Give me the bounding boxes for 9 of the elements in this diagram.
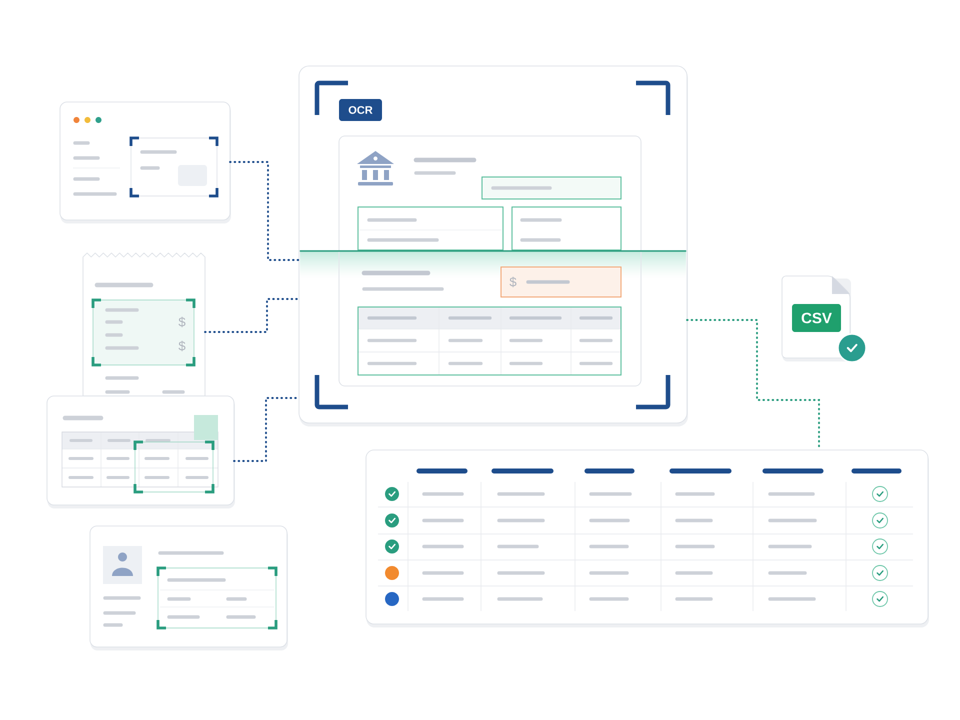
currency-sign: $ xyxy=(178,340,186,352)
results-table xyxy=(366,450,930,628)
badge: CSV xyxy=(792,304,841,332)
browser-window xyxy=(60,102,231,224)
connector xyxy=(229,161,300,261)
badge: OCR xyxy=(339,99,382,121)
connector xyxy=(204,298,300,333)
currency-sign: $ xyxy=(510,276,516,288)
currency-sign: $ xyxy=(178,316,186,328)
